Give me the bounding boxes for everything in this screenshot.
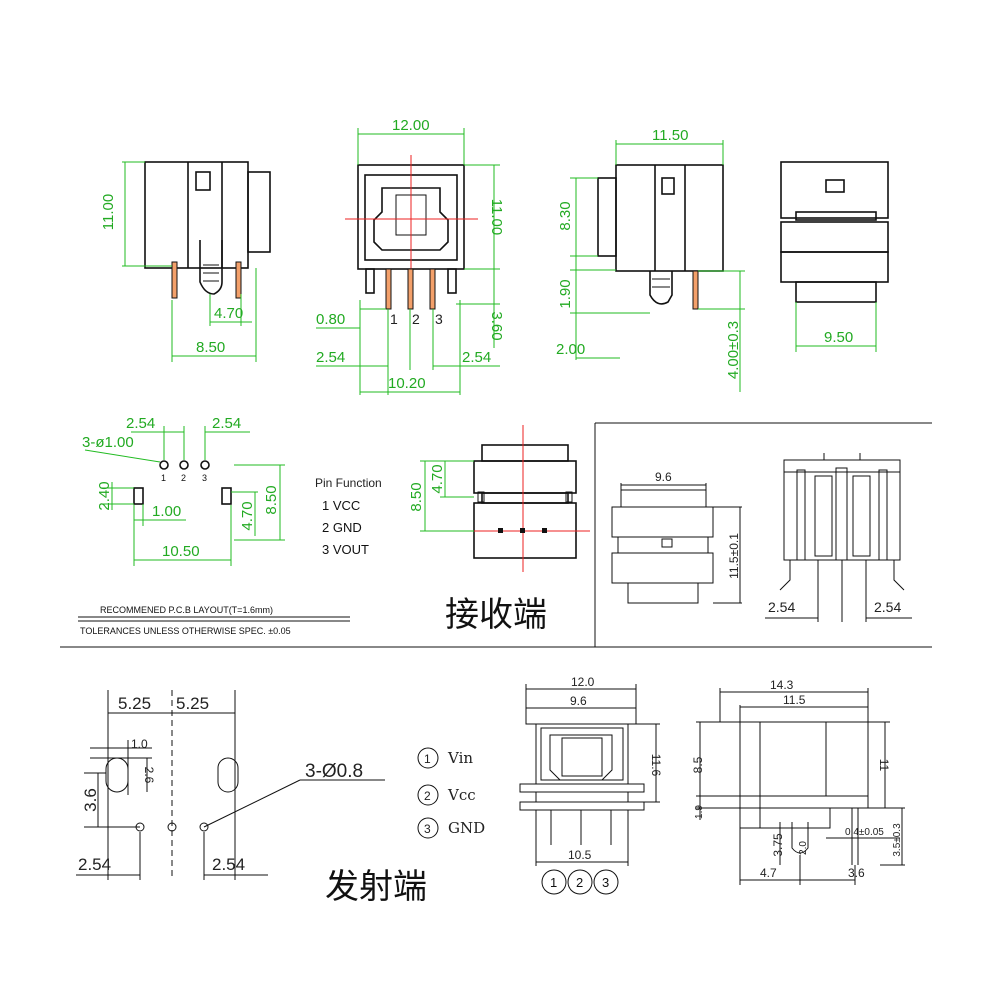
- tx-pcb-row-label: 3.6: [81, 788, 100, 812]
- receiver-side-view-2: 11.50 8.30 1.90 2.00 4.00±0.3: [556, 127, 745, 392]
- receiver-pin-function: Pin Function 1 VCC 2 GND 3 VOUT: [315, 476, 382, 557]
- rx-pin1-label: 1: [390, 311, 398, 327]
- receiver-notes: RECOMMENED P.C.B LAYOUT(T=1.6mm) TOLERAN…: [78, 605, 350, 636]
- tx-side-base-label: 1.9: [694, 805, 705, 819]
- rx-inset-pitch-right-label: 2.54: [874, 599, 901, 615]
- receiver-inset: 9.6 11.5±0.1 2.54 2.54: [60, 422, 932, 648]
- rx-side2-pinlen-label: 4.00±0.3: [725, 321, 742, 379]
- rx-front-pinlen-label: 3.60: [488, 311, 505, 340]
- tx-pcb-col-left-label: 5.25: [118, 694, 151, 713]
- transmitter-pcb-layout: 5.25 5.25 1.0 2.6 3.6 3-Ø0.8 2.54 2.54: [76, 690, 385, 880]
- rx-front-width-label: 12.00: [392, 117, 430, 134]
- rx-pin2-label: 2: [412, 311, 420, 327]
- rx-front-span-label: 10.20: [388, 375, 426, 392]
- pin-function-item-1: 1 VCC: [322, 498, 360, 513]
- pcb-layout-note: RECOMMENED P.C.B LAYOUT(T=1.6mm): [100, 605, 273, 615]
- rx-bottom-height-label: 8.50: [408, 482, 425, 511]
- rx-side2-width-label: 11.50: [652, 127, 688, 144]
- tx-side-height-label: 11: [877, 759, 891, 772]
- rx-pcb-height-label: 8.50: [263, 485, 280, 514]
- rx-pcb-pin1-label: 1: [161, 473, 166, 483]
- receiver-pcb-layout: 1 2 3 2.54 2.54 3-ø1.00 2.40 1.00 4.70 8…: [82, 415, 285, 566]
- tx-pcb-hole-label: 3-Ø0.8: [305, 761, 363, 782]
- rx-pin3-label: 3: [435, 311, 443, 327]
- tx-pin-1-num: 1: [424, 752, 431, 766]
- tx-front-circle-2: 2: [576, 875, 583, 890]
- tx-pin-2-name: Vcc: [447, 786, 476, 804]
- receiver-bottom-view: 8.50 4.70: [408, 425, 590, 572]
- tx-pcb-slot-h-label: 2.6: [142, 767, 156, 784]
- rx-pcb-hole-label: 3-ø1.00: [82, 434, 134, 451]
- tx-pin-3-num: 3: [424, 822, 431, 836]
- rx-side2-lower-label: 1.90: [557, 279, 574, 308]
- tx-side-pindia-label: 0.4±0.05: [845, 827, 884, 838]
- rx-side2-stand-label: 2.00: [556, 341, 585, 358]
- tx-side-tail-label: 3.6: [848, 866, 865, 880]
- tx-front-width-label: 12.0: [571, 675, 595, 689]
- rx-side2-body-label: 8.30: [557, 201, 574, 230]
- pin-function-item-2: 2 GND: [322, 520, 362, 535]
- transmitter-side-view: 14.3 11.5 11 8.5 1.9 3.75 2.0 0.4±0.05 3…: [691, 678, 905, 885]
- tx-side-inner-label: 11.5: [783, 693, 806, 707]
- tx-pin-1-name: Vin: [447, 749, 473, 767]
- receiver-rear-view: 9.50: [780, 161, 889, 352]
- rx-front-pindia-label: 0.80: [316, 311, 345, 328]
- rx-pcb-offset-label: 4.70: [239, 501, 256, 530]
- rx-rear-width-label: 9.50: [824, 329, 853, 346]
- transmitter-label: 发射端: [325, 867, 427, 907]
- pin-function-title: Pin Function: [315, 476, 382, 490]
- receiver-front-view: 12.00 11.00 3.60 0.80 1 2 3 2.54 2.54 10…: [316, 117, 505, 395]
- rx-side-width-label: 8.50: [196, 339, 225, 356]
- rx-bottom-offset-label: 4.70: [429, 464, 446, 493]
- rx-side-height-label: 11.00: [100, 194, 117, 230]
- tx-side-pin-label: 3.75: [771, 833, 785, 857]
- tx-pcb-pitch-left-label: 2.54: [78, 855, 111, 874]
- rx-front-pitch-left-label: 2.54: [316, 349, 345, 366]
- tx-side-pinlen-label: 3.5±0.3: [892, 823, 903, 857]
- tx-front-inner-label: 9.6: [570, 694, 587, 708]
- transmitter-pin-legend: 1 Vin 2 Vcc 3 GND: [417, 747, 485, 839]
- rx-side-pin-offset-label: 4.70: [214, 305, 243, 322]
- rx-pcb-slot-w-label: 1.00: [152, 503, 181, 520]
- rx-pcb-pitch-right-label: 2.54: [212, 415, 241, 432]
- rx-front-pitch-right-label: 2.54: [462, 349, 491, 366]
- tx-pcb-pitch-right-label: 2.54: [212, 855, 245, 874]
- tx-pcb-col-right-label: 5.25: [176, 694, 209, 713]
- tx-pin-3-name: GND: [448, 819, 485, 837]
- rx-pcb-pitch-left-label: 2.54: [126, 415, 155, 432]
- tx-side-small-label: 2.0: [798, 841, 809, 855]
- rx-front-height-label: 11.00: [488, 199, 505, 235]
- receiver-label: 接收端: [445, 595, 547, 635]
- tx-front-height-label: 11.6: [649, 754, 663, 777]
- tx-side-body-label: 8.5: [691, 756, 705, 773]
- tx-front-span-label: 10.5: [568, 848, 592, 862]
- pin-function-item-3: 3 VOUT: [322, 542, 369, 557]
- tx-pcb-slot-w-label: 1.0: [131, 737, 148, 751]
- rx-pcb-slot-h-label: 2.40: [96, 481, 113, 510]
- receiver-side-view: 11.00 4.70 8.50: [100, 161, 271, 362]
- rx-pcb-width-label: 10.50: [162, 543, 200, 560]
- tx-pin-2-num: 2: [424, 789, 431, 803]
- tolerance-note: TOLERANCES UNLESS OTHERWISE SPEC. ±0.05: [80, 626, 291, 636]
- tx-side-width-label: 14.3: [770, 678, 794, 692]
- rx-pcb-pin3-label: 3: [202, 473, 207, 483]
- rx-inset-width-label: 9.6: [655, 470, 672, 484]
- tx-front-circle-3: 3: [602, 875, 609, 890]
- tx-front-circle-1: 1: [550, 875, 557, 890]
- transmitter-front-view: 12.0 9.6 11.6 10.5 1 2 3: [519, 675, 663, 895]
- rx-pcb-pin2-label: 2: [181, 473, 186, 483]
- rx-inset-pitch-left-label: 2.54: [768, 599, 795, 615]
- rx-inset-height-label: 11.5±0.1: [727, 533, 741, 579]
- tx-side-foot-label: 4.7: [760, 866, 777, 880]
